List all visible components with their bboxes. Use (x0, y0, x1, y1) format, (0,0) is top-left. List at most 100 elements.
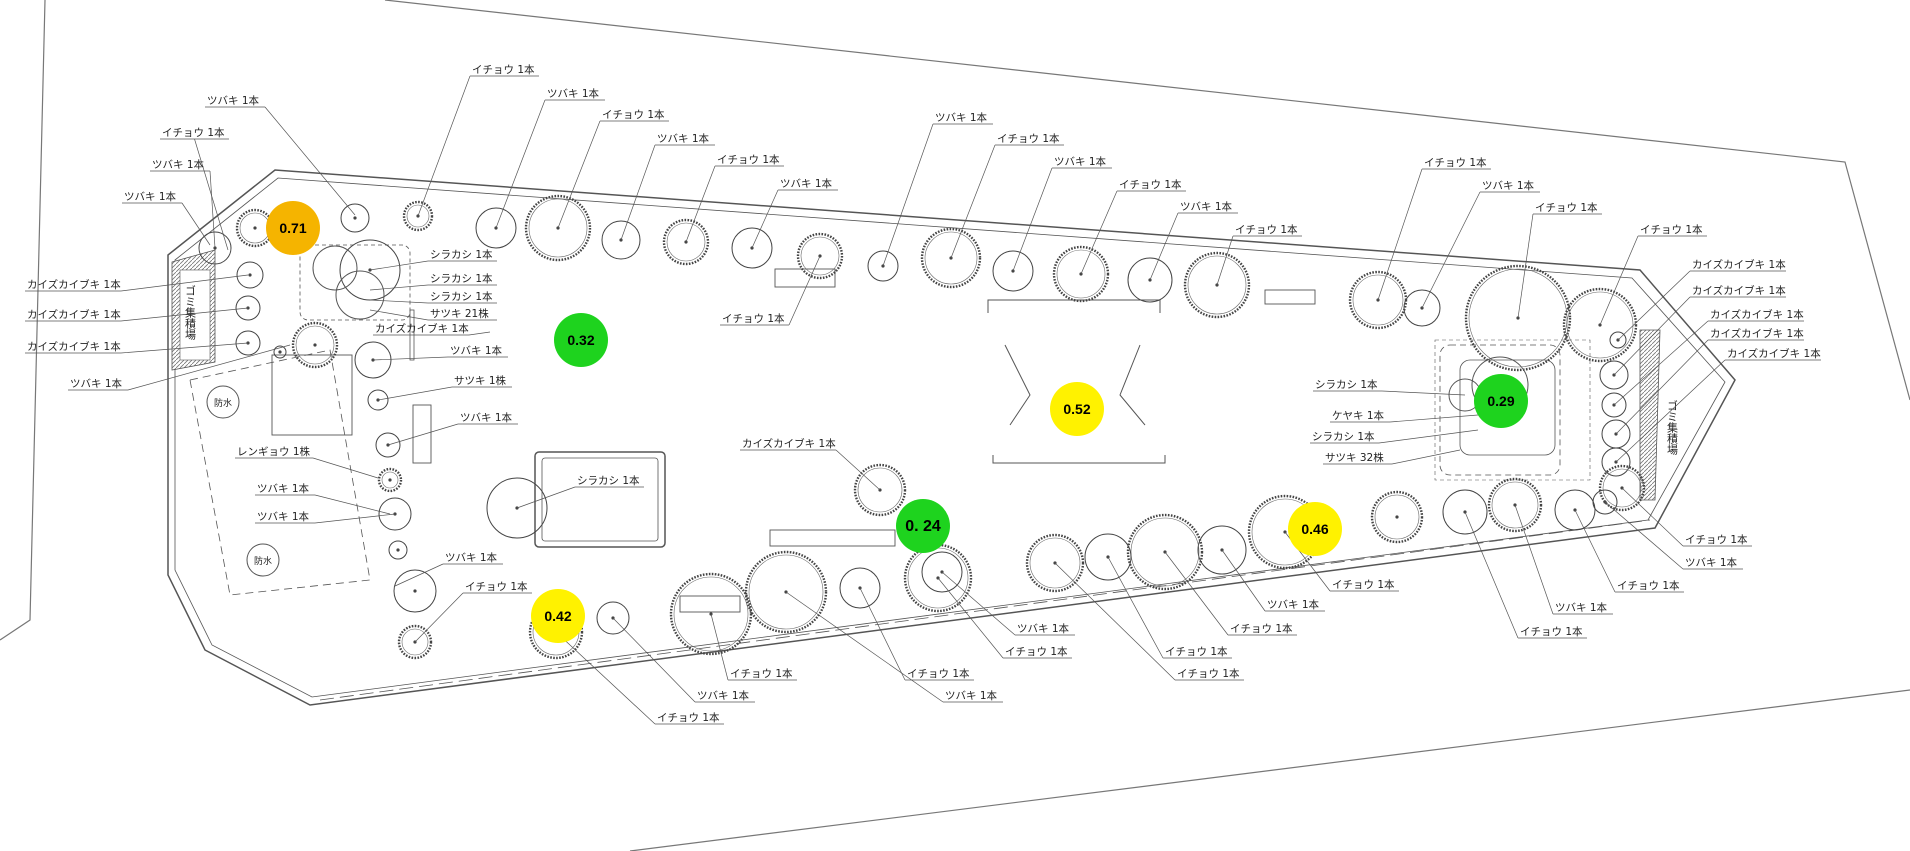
plant-label: イチョウ 1本 (1119, 178, 1182, 191)
tree-symbol (921, 551, 963, 593)
tree-center-dot (413, 589, 417, 593)
leader-line (1517, 213, 1534, 319)
tree-center-dot (353, 216, 357, 220)
plant-label: イチョウ 1本 (1235, 223, 1298, 236)
plant-label: イチョウ 1本 (1005, 645, 1068, 658)
leader-line (557, 120, 601, 229)
tree-symbol (235, 330, 261, 356)
bed-outline (167, 169, 1736, 706)
leader-line (120, 307, 249, 322)
plant-label: ケヤキ 1本 (1332, 409, 1385, 422)
leader-line (1381, 390, 1466, 396)
plant-label: ツバキ 1本 (1180, 200, 1233, 213)
marker-circle (266, 201, 320, 255)
leader-line (937, 577, 1004, 659)
water-label-1: 防水 (214, 397, 232, 409)
tree-symbol (291, 321, 339, 369)
plant-label: イチョウ 1本 (472, 63, 535, 76)
leader-line (120, 342, 249, 354)
leader-line (387, 423, 459, 446)
tree-symbol (1562, 287, 1638, 363)
leader-line (620, 144, 656, 241)
plant-label: イチョウ 1本 (1177, 667, 1240, 680)
leader-line (555, 631, 656, 725)
dose-marker: 0. 24 (896, 499, 950, 553)
leader-line (1621, 487, 1684, 547)
plant-label: ツバキ 1本 (124, 190, 177, 203)
tree-outline (1352, 274, 1404, 326)
plant-label: イチョウ 1本 (730, 667, 793, 680)
plant-label: ツバキ 1本 (445, 551, 498, 564)
leader-line (1377, 168, 1423, 301)
plant-label: サツキ 32株 (1325, 451, 1384, 464)
tree-outline (401, 628, 429, 656)
leader-line (859, 587, 906, 681)
tree-symbol (601, 220, 641, 260)
plant-label: イチョウ 1本 (1520, 625, 1583, 638)
leader-line (785, 591, 944, 703)
leader-line (941, 571, 1016, 636)
plant-label: ツバキ 1本 (935, 111, 988, 124)
plant-label: イチョウ 1本 (722, 312, 785, 325)
leader-line (372, 356, 449, 361)
marker-value: 0. 24 (905, 518, 941, 535)
garbage-area-left: ゴミ集積場 (171, 249, 216, 371)
tree-symbol (669, 572, 753, 656)
water-label-2: 防水 (254, 555, 272, 567)
tree-symbol (388, 540, 408, 560)
plant-label: カイズカイブキ 1本 (27, 340, 121, 353)
garbage-label-left: ゴミ集積場 (184, 284, 197, 341)
dose-marker: 0.29 (1474, 374, 1528, 428)
leader-line (882, 123, 934, 267)
leader-line (1615, 339, 1709, 435)
tree-symbol (1403, 289, 1441, 327)
leader-line (1080, 190, 1118, 275)
leader-line (1389, 414, 1479, 423)
tree-symbol (1197, 525, 1247, 575)
plant-label: カイズカイブキ 1本 (375, 322, 469, 335)
plant-label: シラカシ 1本 (577, 474, 640, 487)
plant-label: ツバキ 1本 (1267, 598, 1320, 611)
tree-symbol (744, 550, 828, 634)
tree-symbol (920, 227, 982, 289)
plant-label: ツバキ 1本 (780, 177, 833, 190)
tree-symbol (1487, 477, 1543, 533)
tree-symbol (731, 227, 773, 269)
tree-symbol (1601, 392, 1627, 418)
leader-line (369, 284, 429, 291)
tree-symbol (486, 477, 548, 539)
leader-line (1613, 296, 1691, 376)
leader-line (127, 344, 291, 391)
plant-label: サツキ 1株 (454, 374, 507, 387)
tree-symbol (1601, 447, 1631, 477)
tree-outline (1056, 249, 1106, 299)
leader-line (209, 170, 216, 249)
leader-line (369, 309, 429, 321)
leader-line (1421, 191, 1481, 309)
leader-line (1617, 270, 1691, 341)
leader-line (1221, 549, 1266, 612)
dose-marker: 0.42 (531, 589, 585, 643)
tree-symbol (354, 341, 392, 379)
dose-marker: 0.71 (266, 201, 320, 255)
tree-center-dot (388, 478, 392, 482)
dose-marker: 0.46 (1288, 502, 1342, 556)
tree-symbol (1599, 360, 1629, 390)
marker-value: 0.46 (1301, 521, 1328, 537)
leader-line (369, 299, 429, 304)
plant-label: ツバキ 1本 (697, 689, 750, 702)
leader-line (314, 494, 391, 515)
leader-line (369, 260, 429, 271)
plant-label: ツバキ 1本 (1555, 601, 1608, 614)
tree-outline (800, 236, 840, 276)
tree-center-dot (313, 343, 317, 347)
dose-marker: 0.32 (554, 313, 608, 367)
leader-line (516, 486, 576, 509)
tree-symbol (235, 295, 261, 321)
tree-symbol (475, 207, 517, 249)
plant-label: ツバキ 1本 (547, 87, 600, 100)
leader-line (1164, 551, 1229, 636)
plant-label: イチョウ 1本 (1535, 201, 1598, 214)
shrub-cluster (312, 245, 358, 291)
garbage-area-right: ゴミ集積場 (1639, 329, 1679, 501)
